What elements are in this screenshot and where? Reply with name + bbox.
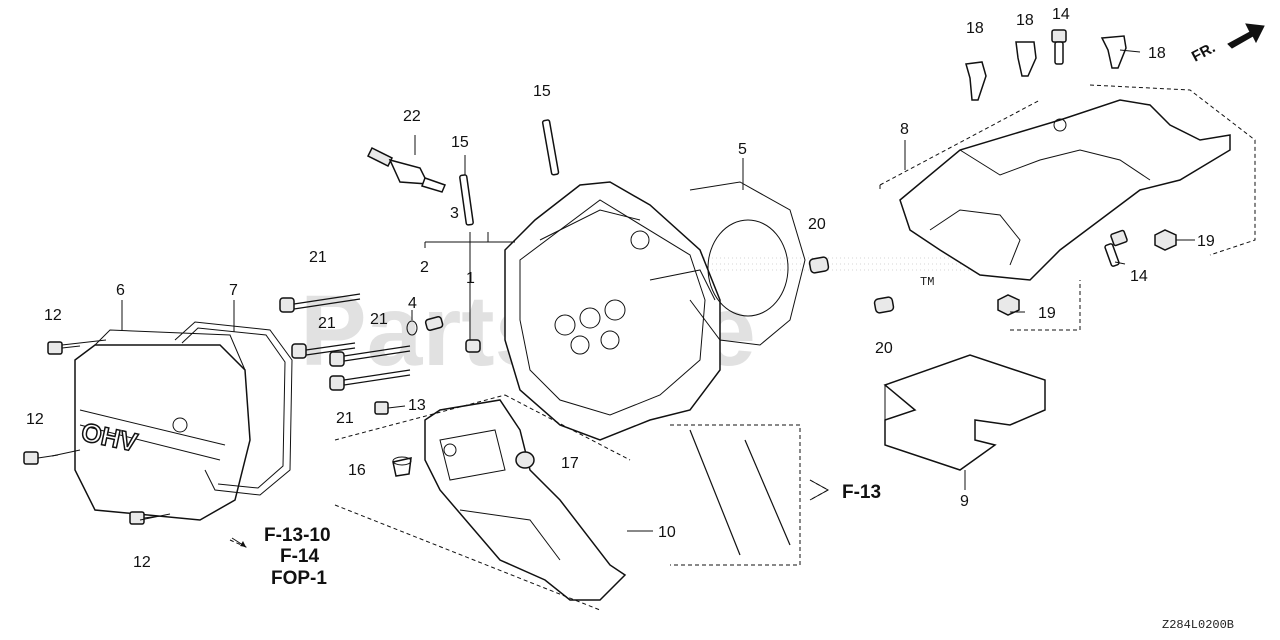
cylinder-head <box>504 181 721 441</box>
valve-guide <box>465 339 481 353</box>
callout-3: 3 <box>450 205 459 222</box>
cover-bolt-upper <box>47 341 81 355</box>
head-bolt-1 <box>279 293 361 313</box>
callout-7: 7 <box>229 282 238 299</box>
cylinder-head-gasket <box>689 181 806 346</box>
callout-14-upper: 14 <box>1052 6 1070 23</box>
callout-21-b: 21 <box>318 315 336 332</box>
callout-12-upper: 12 <box>44 307 62 324</box>
callout-20-lower: 20 <box>875 340 893 357</box>
shroud <box>899 99 1231 281</box>
callout-9: 9 <box>960 493 969 510</box>
callout-2: 2 <box>420 259 429 276</box>
reference-f-13-10: F-13-10 <box>264 525 331 546</box>
reference-f-14: F-14 <box>280 546 320 567</box>
callout-20-upper: 20 <box>808 216 826 233</box>
callout-21-c: 21 <box>370 311 388 328</box>
callout-16: 16 <box>348 462 366 479</box>
f13-arrow-icon <box>809 479 830 501</box>
stud-bolt-left <box>459 174 474 226</box>
callout-22: 22 <box>403 108 421 125</box>
callout-21-d: 21 <box>336 410 354 427</box>
head-cover: OHV <box>74 329 251 521</box>
head-cover-gasket <box>174 321 293 496</box>
callout-15-left: 15 <box>451 134 469 151</box>
spark-plug <box>366 146 447 193</box>
callout-13: 13 <box>408 397 426 414</box>
head-bolt-4 <box>329 369 411 391</box>
front-direction-arrow-icon: FR. <box>1189 23 1265 66</box>
callout-18-right: 18 <box>1148 45 1166 62</box>
callout-6: 6 <box>116 282 125 299</box>
callout-21-a: 21 <box>309 249 327 266</box>
callout-17: 17 <box>561 455 579 472</box>
bracket-bolt <box>374 401 406 415</box>
callout-18-left: 18 <box>966 20 984 37</box>
callout-12-lower: 12 <box>133 554 151 571</box>
callout-10: 10 <box>658 524 676 541</box>
reference-f-13: F-13 <box>842 482 881 503</box>
reference-fop-1: FOP-1 <box>271 568 327 589</box>
callout-1: 1 <box>466 270 475 287</box>
callout-4: 4 <box>408 295 417 312</box>
watermark-trademark: TM <box>920 275 934 289</box>
heat-shield-bracket <box>424 399 627 601</box>
stud-bolt-right <box>541 119 560 176</box>
shroud-bolt-upper <box>1051 29 1067 65</box>
callout-19-right: 19 <box>1197 233 1215 250</box>
insulator <box>883 354 1046 471</box>
head-bolt-3 <box>329 345 411 367</box>
dashed-outlines <box>229 84 1256 611</box>
leader-lines <box>51 49 1195 532</box>
sleeve-upper <box>808 256 830 274</box>
shroud-nut-left <box>997 294 1020 316</box>
callout-12-middle: 12 <box>26 411 44 428</box>
cover-bolt-middle <box>23 451 59 465</box>
valve-stem-seal <box>406 316 444 336</box>
callout-8: 8 <box>900 121 909 138</box>
callout-14-lower: 14 <box>1130 268 1148 285</box>
push-rods <box>689 429 791 556</box>
callout-5: 5 <box>738 141 747 158</box>
flange-nut <box>515 451 535 469</box>
direction-label: FR. <box>1189 39 1218 65</box>
callout-labels: 1 2 3 4 5 6 7 8 9 10 12 12 12 13 14 14 1… <box>26 6 1215 571</box>
diagram-code: Z284L0200B <box>1162 618 1234 632</box>
shroud-bolt-lower <box>1104 229 1128 267</box>
callout-19-left: 19 <box>1038 305 1056 322</box>
clip-2 <box>1015 41 1037 77</box>
head-bolt-2 <box>291 342 356 359</box>
reference-arrow-icon <box>231 537 247 548</box>
clip-1 <box>965 61 987 101</box>
callout-18-middle: 18 <box>1016 12 1034 29</box>
callout-15-right: 15 <box>533 83 551 100</box>
sleeve-lower <box>873 296 895 314</box>
shroud-nut-right <box>1154 229 1177 251</box>
clip-3 <box>1100 35 1127 69</box>
cross-references: F-13 F-13-10 F-14 FOP-1 <box>231 479 881 589</box>
collar <box>392 456 412 477</box>
